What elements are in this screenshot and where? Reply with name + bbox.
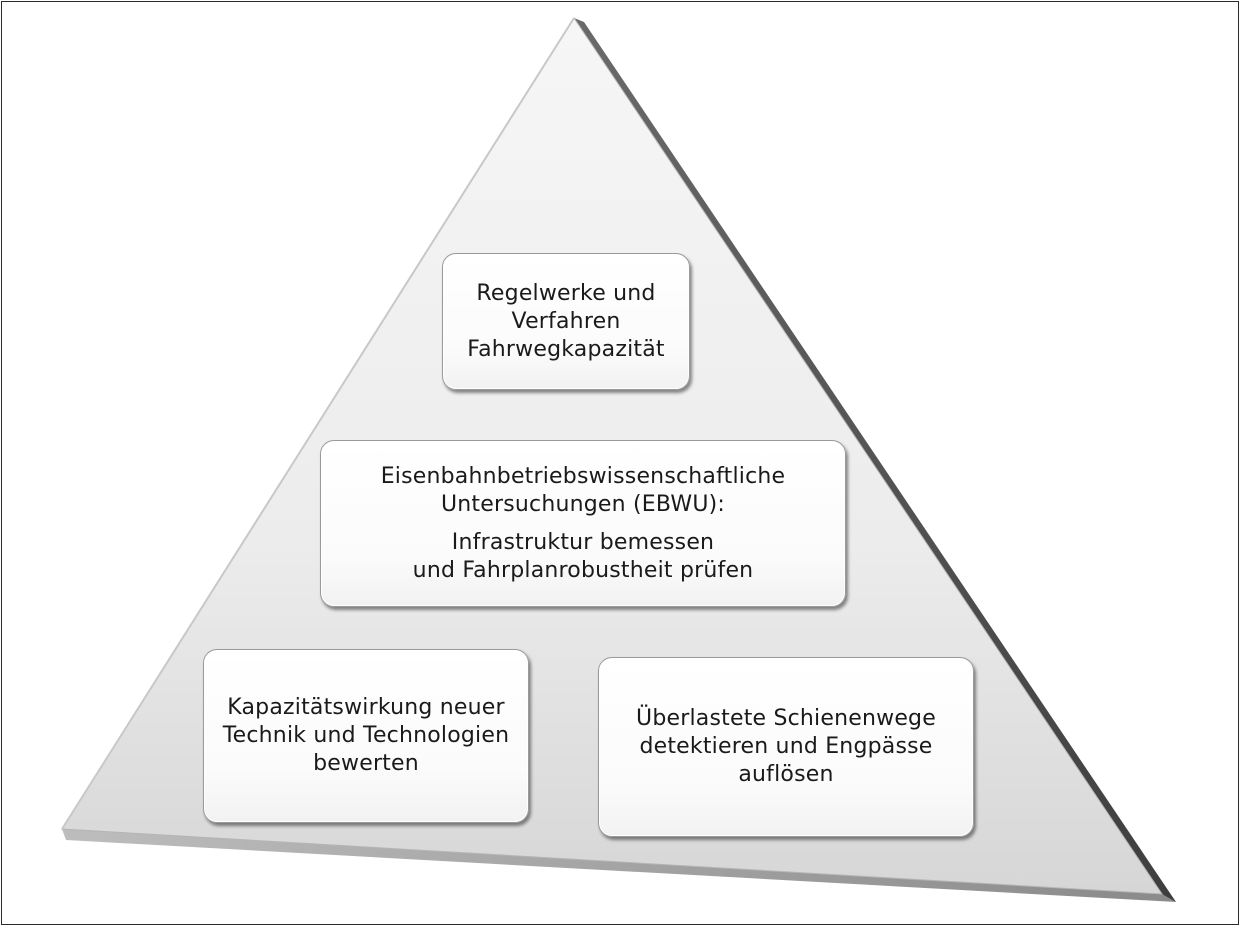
box-kapazitaetswirkung-line-2: Technik und Technologien [222,723,510,748]
box-ueberlastete-schienenwege-line-2: detektieren und Engpässe [639,734,933,759]
box-ebwu: Eisenbahnbetriebswissenschaftliche Unter… [320,440,846,607]
pyramid-left-edge [61,17,575,830]
box-ebwu-body-1: Infrastruktur bemessen [451,529,715,555]
box-regelwerke-line-1: Regelwerke und [476,280,656,306]
box-ueberlastete-schienenwege-line-1: Überlastete Schienenwege [636,706,936,731]
box-regelwerke-line-3: Fahrwegkapazität [467,336,665,362]
box-kapazitaetswirkung-line-1: Kapazitätswirkung neuer [227,695,505,720]
pyramid-bottom-bevel [62,829,1176,902]
box-ueberlastete-schienenwege: Überlastete Schienenwege detektieren und… [598,657,974,837]
pyramid-right-bevel [574,18,1176,902]
box-ueberlastete-schienenwege-line-3: auflösen [738,762,834,787]
box-ebwu-heading-2: Untersuchungen (EBWU): [440,491,726,517]
box-ebwu-heading-1: Eisenbahnbetriebswissenschaftliche [380,463,786,489]
box-ebwu-body-2: und Fahrplanrobustheit prüfen [412,557,754,583]
box-kapazitaetswirkung: Kapazitätswirkung neuer Technik und Tech… [203,649,529,823]
box-regelwerke-line-2: Verfahren [511,308,621,334]
box-kapazitaetswirkung-line-3: bewerten [313,751,419,776]
box-regelwerke: Regelwerke und Verfahren Fahrwegkapazitä… [442,253,690,390]
